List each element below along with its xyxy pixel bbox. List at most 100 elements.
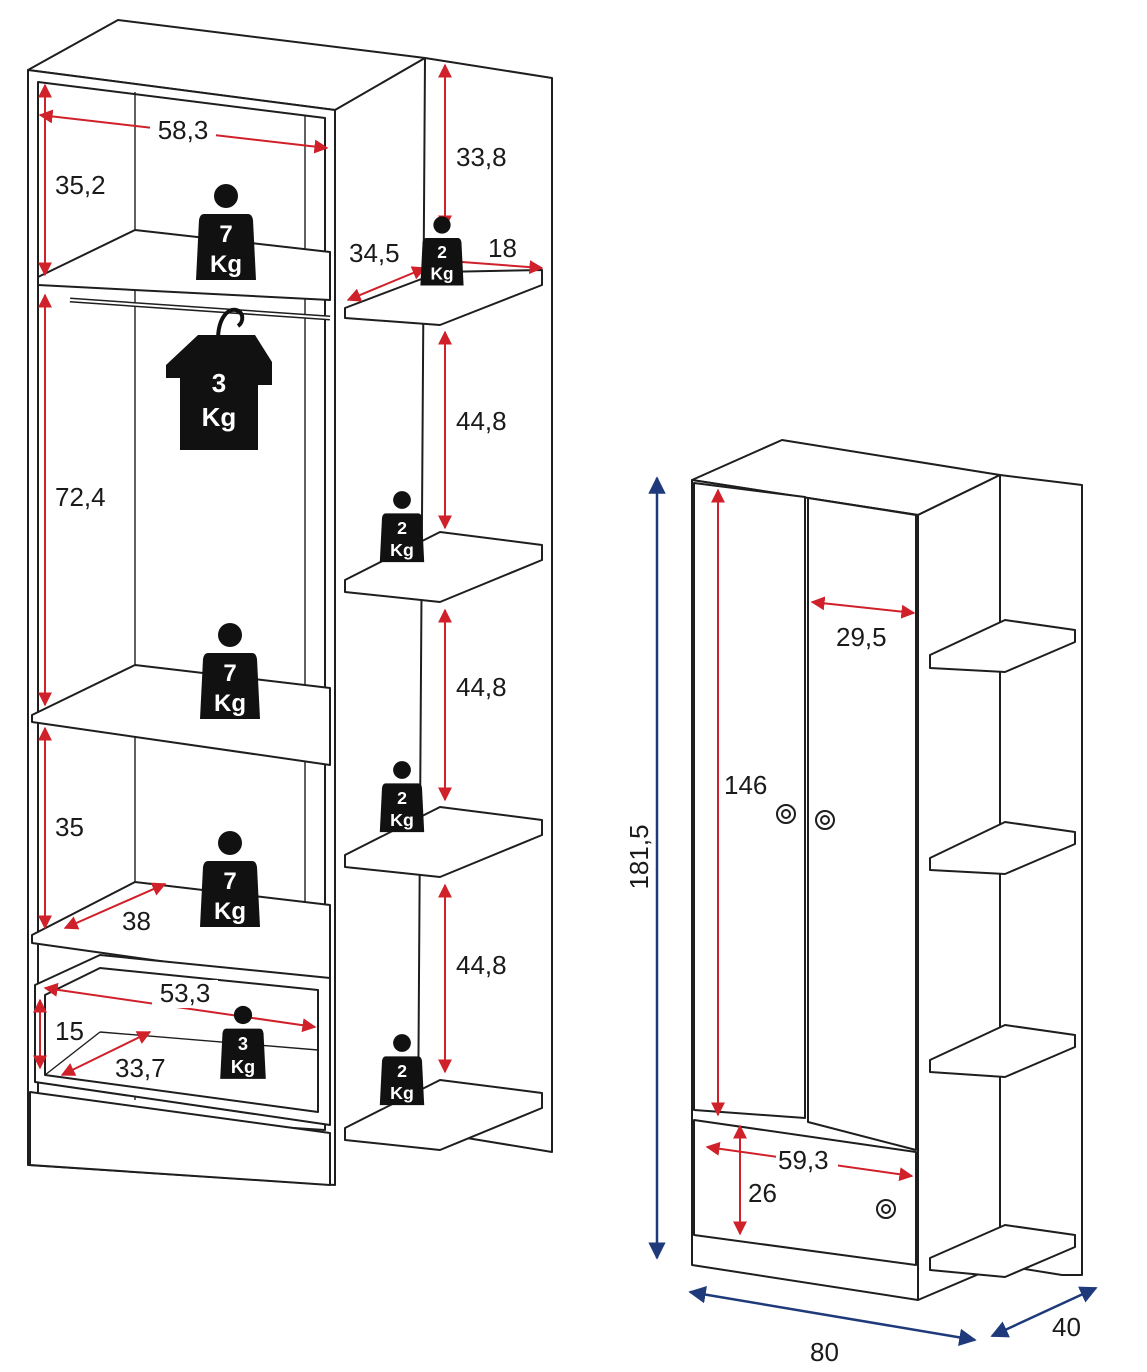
label-width-top: 58,3 [158, 115, 209, 145]
label-side-width: 18 [488, 233, 517, 263]
weight-badge-side-4: 2Kg [379, 1034, 425, 1106]
weight-unit: Kg [210, 251, 242, 278]
weight-badge-lower-shelf: 7Kg [200, 831, 260, 927]
left-door [693, 482, 806, 1119]
label-side-gap-2: 44,8 [456, 672, 507, 702]
weight-value: 2 [437, 242, 447, 262]
dim-shelf-depth [63, 882, 167, 930]
label-height-hanging: 72,4 [55, 482, 106, 512]
weight-ring-icon [233, 1005, 253, 1025]
drawer-knob [876, 1199, 896, 1219]
weight-icon [200, 653, 260, 719]
closed-cabinet-side [917, 474, 1001, 1301]
weight-icon [420, 237, 464, 286]
weight-ring-icon [214, 184, 238, 208]
weight-unit: Kg [390, 540, 414, 560]
label-height-side-top: 33,8 [456, 142, 507, 172]
dim-side-width [461, 260, 544, 275]
dim-drawer-depth [60, 1031, 152, 1076]
side-unit-edge [334, 57, 426, 111]
weight-unit: Kg [390, 810, 414, 830]
dim-door-width [810, 596, 916, 619]
weight-value: 7 [219, 221, 232, 248]
weight-icon [379, 1056, 425, 1106]
weight-badge-middle-shelf: 7Kg [200, 623, 260, 719]
weight-unit: Kg [231, 1056, 255, 1077]
label-side-depth: 34,5 [349, 238, 400, 268]
weight-ring-icon [218, 623, 242, 647]
closed-side-shelf-4 [929, 1224, 1076, 1278]
top-shelf [37, 229, 331, 301]
weight-value: 3 [238, 1033, 248, 1054]
interior-dimension-labels: 58,3 35,2 33,8 34,5 18 72,4 44,8 44,8 44… [52, 115, 517, 1083]
weight-icon [220, 1028, 266, 1079]
weight-icon [200, 861, 260, 927]
left-door-knob [776, 804, 796, 824]
side-shelf-3 [344, 806, 543, 878]
weight-badge-top-shelf: 7Kg [196, 184, 256, 280]
open-wardrobe-drawing [27, 19, 553, 1186]
weight-ring-icon [393, 761, 411, 779]
hanger-weight-value: 3 [212, 368, 226, 398]
weight-icon [379, 783, 425, 833]
dim-total-width [688, 1285, 977, 1347]
plinth [29, 1091, 331, 1186]
hanger-hook-icon [216, 307, 245, 341]
weight-value: 2 [397, 518, 407, 538]
hanger-weight-unit: Kg [202, 402, 237, 432]
exterior-dimension-labels: 181,5 146 29,5 59,3 26 80 40 [624, 622, 1081, 1367]
weight-badge-drawer: 3Kg [220, 1005, 266, 1079]
side-shelf-2 [344, 531, 543, 603]
weight-badge-side-3: 2Kg [379, 761, 425, 833]
label-height-top: 35,2 [55, 170, 106, 200]
label-drawer-width: 53,3 [160, 978, 211, 1008]
weight-icon [379, 513, 425, 563]
label-drawer-front-height: 26 [748, 1178, 777, 1208]
overall-dimension-lines [648, 476, 1098, 1347]
closed-side-shelf-1 [929, 619, 1076, 673]
weight-value: 2 [397, 1061, 407, 1081]
label-side-gap-1: 44,8 [456, 406, 507, 436]
label-drawer-height: 15 [55, 1016, 84, 1046]
right-door [807, 497, 917, 1151]
label-side-gap-3: 44,8 [456, 950, 507, 980]
weight-icon [196, 214, 256, 280]
weight-value: 7 [223, 660, 236, 687]
label-shelf-depth: 38 [122, 906, 151, 936]
weight-value: 2 [397, 788, 407, 808]
right-door-knob-center [820, 815, 830, 825]
side-shelf-4 [344, 1079, 543, 1151]
shirt-icon [166, 335, 272, 450]
weight-ring-icon [393, 491, 411, 509]
label-total-width: 80 [810, 1337, 839, 1367]
drawer-knob-center [881, 1204, 891, 1214]
closed-side-back-panel [999, 474, 1083, 1276]
closed-wardrobe-drawing [691, 439, 1083, 1301]
weight-unit: Kg [214, 690, 246, 717]
dim-side-depth [346, 266, 427, 302]
hanging-rod-highlight [69, 299, 331, 319]
dim-total-depth [990, 1286, 1098, 1338]
label-door-height: 146 [724, 770, 767, 800]
weight-unit: Kg [214, 898, 246, 925]
label-drawer-depth: 33,7 [115, 1053, 166, 1083]
weight-value: 7 [223, 868, 236, 895]
weight-unit: Kg [430, 264, 453, 284]
label-door-width: 29,5 [836, 622, 887, 652]
label-total-height: 181,5 [624, 824, 654, 889]
label-drawer-front-width: 59,3 [778, 1145, 829, 1175]
closed-side-shelf-3 [929, 1024, 1076, 1078]
weight-ring-icon [433, 216, 451, 234]
weight-ring-icon [393, 1034, 411, 1052]
label-height-lower: 35 [55, 812, 84, 842]
weight-badge-side-2: 2Kg [379, 491, 425, 563]
closed-side-shelf-2 [929, 821, 1076, 875]
label-total-depth: 40 [1052, 1312, 1081, 1342]
weight-badge-side-top: 2Kg [420, 216, 464, 286]
weight-unit: Kg [390, 1083, 414, 1103]
left-door-knob-center [781, 809, 791, 819]
hanger-weight-icon: 3 Kg [166, 307, 272, 450]
right-door-knob [815, 810, 835, 830]
